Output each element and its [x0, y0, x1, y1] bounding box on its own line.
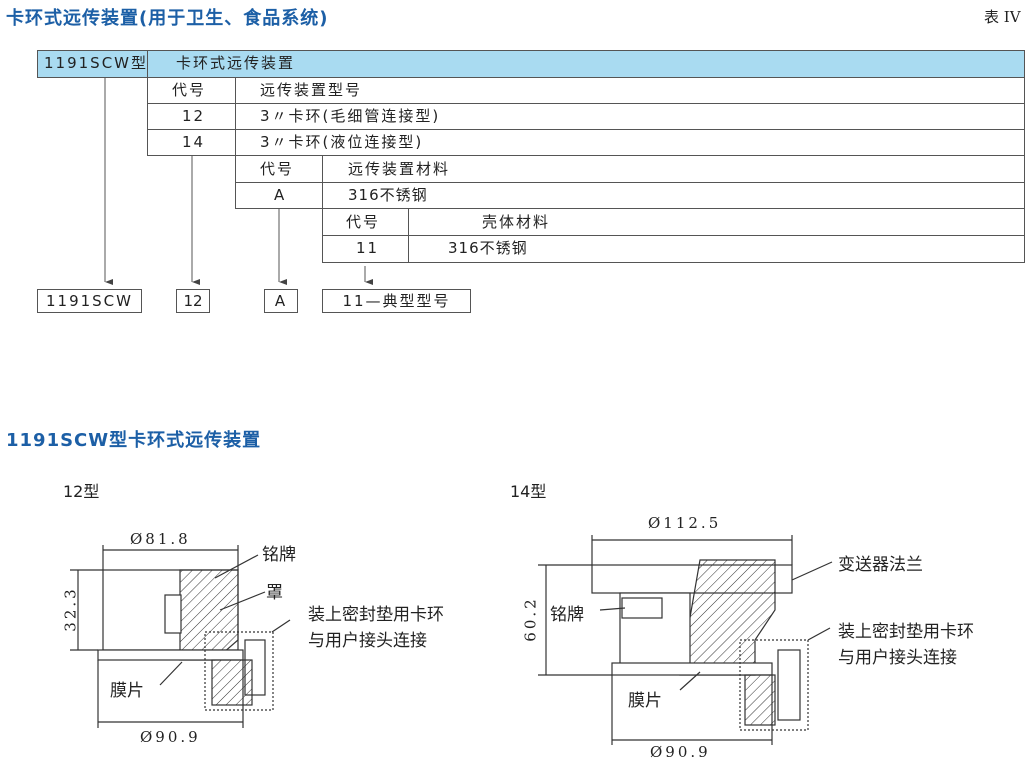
drawing-12	[70, 545, 291, 728]
table-number: 表 IV	[984, 8, 1021, 26]
drawing12-label: 12型	[63, 482, 100, 501]
type-header: 远传装置型号	[260, 81, 363, 99]
drawing12-bottom-diameter: Ø90.9	[140, 728, 201, 746]
housing-desc: 316不锈钢	[448, 239, 528, 257]
material-code: A	[274, 186, 287, 204]
drawing14-top-diameter: Ø112.5	[648, 514, 722, 532]
section-title: 1191SCW型卡环式远传装置	[6, 430, 262, 451]
code-header: 代号	[346, 213, 381, 231]
drawing12-clamp-note: 装上密封垫用卡环	[308, 605, 444, 625]
page-title: 卡环式远传装置(用于卫生、食品系统)	[6, 8, 329, 29]
drawing12-cover: 罩	[266, 583, 283, 603]
type-code: 12	[182, 107, 206, 125]
example-housing: 11—典型型号	[322, 289, 471, 313]
drawing-14	[538, 535, 833, 745]
drawing14-diaphragm: 膜片	[628, 691, 662, 711]
code-header: 代号	[172, 81, 207, 99]
drawing12-diaphragm: 膜片	[110, 681, 144, 701]
material-header: 远传装置材料	[348, 160, 451, 178]
drawing14-clamp-note: 装上密封垫用卡环	[838, 622, 974, 642]
type-code: 14	[182, 133, 206, 151]
table-header-row	[37, 50, 1025, 78]
model-code: 1191SCW型	[44, 54, 149, 72]
type-desc: 3〃卡环(液位连接型)	[260, 133, 424, 151]
drawing14-nameplate: 铭牌	[550, 605, 584, 625]
model-description: 卡环式远传装置	[176, 54, 296, 72]
example-type: 12	[176, 289, 210, 313]
drawing12-clamp-note-2: 与用户接头连接	[308, 631, 427, 651]
housing-header: 壳体材料	[482, 213, 551, 231]
drawing12-top-diameter: Ø81.8	[130, 530, 191, 548]
drawing14-flange: 变送器法兰	[838, 555, 923, 575]
drawing12-height: 32.3	[61, 586, 80, 632]
example-material: A	[264, 289, 298, 313]
drawing12-nameplate: 铭牌	[262, 545, 296, 565]
housing-code: 11	[356, 239, 380, 257]
drawing14-height: 60.2	[521, 596, 540, 642]
drawing14-bottom-diameter: Ø90.9	[650, 743, 711, 761]
code-header: 代号	[260, 160, 295, 178]
arrow-lines	[104, 77, 373, 285]
type-desc: 3〃卡环(毛细管连接型)	[260, 107, 441, 125]
drawing14-label: 14型	[510, 482, 547, 501]
drawing14-clamp-note-2: 与用户接头连接	[838, 648, 957, 668]
material-desc: 316不锈钢	[348, 186, 428, 204]
example-model: 1191SCW	[37, 289, 142, 313]
